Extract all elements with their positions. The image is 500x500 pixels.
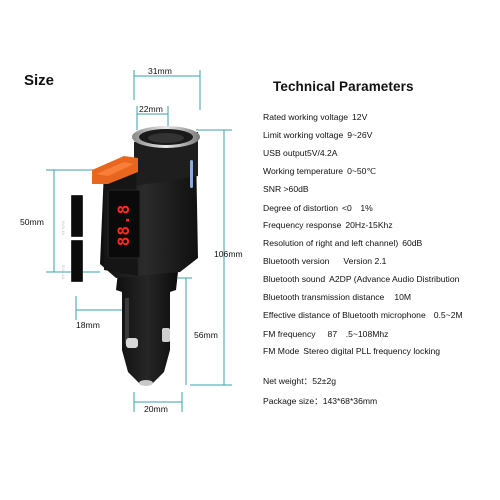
usb-port-1 [71,195,83,237]
dim-plug-width: 20mm [144,404,168,414]
dim-body-height: 50mm [20,217,44,227]
usb-port-1-label: 5V/3.4A [61,220,66,236]
spec-row: Degree of distortion<0 1% [263,203,373,213]
usb-port-2-label: 5V/3.4A [61,264,66,280]
dim-socket-width: 22mm [139,104,163,114]
display-readout: 88.8 [114,203,133,247]
dim-plug-height: 56mm [194,330,218,340]
size-heading: Size [24,72,55,89]
led-display [107,189,141,259]
spec-row: USB output5V/4.2A [263,148,338,158]
dim-side-depth: 18mm [76,320,100,330]
technical-parameters-heading: Technical Parameters [273,79,414,94]
net-weight: Net weight：52±2g [263,376,337,386]
dimension-lines [46,70,232,412]
spec-row: SNR >60dB [263,184,309,194]
dim-top-width: 31mm [148,66,172,76]
dim-total-height: 106mm [214,249,243,259]
cigarette-plug [116,272,178,386]
usb-port-2 [71,240,83,282]
package-size: Package size：143*68*36mm [263,396,378,406]
spec-row: Resolution of right and left channel)60d… [263,238,423,248]
status-led [190,160,193,188]
spec-row: Effective distance of Bluetooth micropho… [263,310,463,320]
